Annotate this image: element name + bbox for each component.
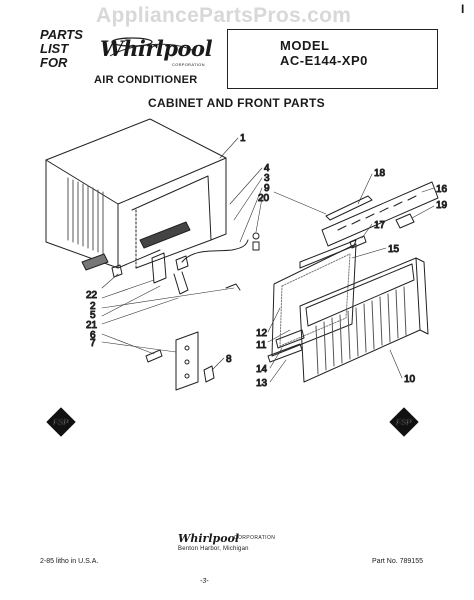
product-title: AIR CONDITIONER: [94, 74, 198, 86]
fsp-badge-text: FSP: [396, 418, 412, 427]
front-grille: [299, 257, 429, 383]
corner-mark: I: [461, 2, 465, 16]
parts-list-line: FOR: [40, 55, 68, 70]
control-bracket: [145, 331, 215, 391]
exploded-parts-diagram: 1 4 3 9 20 18 16 19 17 15 12 11 10 13 14…: [45, 118, 449, 437]
parts-list-label: PARTS LIST FOR: [40, 28, 83, 70]
callout-label: 20: [258, 193, 270, 204]
callout-label: 7: [90, 338, 96, 349]
callout-label: 5: [90, 310, 96, 321]
callout-label: 14: [256, 364, 268, 375]
callout-label: 16: [436, 184, 448, 195]
brand-logo-text: Whirlpool: [100, 36, 213, 61]
section-title: CABINET AND FRONT PARTS: [148, 96, 325, 110]
leader-lines: [101, 137, 435, 383]
bottom-rail: [267, 343, 303, 363]
parts-list-line: PARTS: [40, 27, 83, 42]
callout-label: 11: [256, 340, 267, 351]
callout-label: 12: [256, 328, 268, 339]
print-date-text: 2-85 litho in U.S.A.: [40, 558, 99, 565]
wire-clip: [225, 283, 241, 291]
callout-labels: 1 4 3 9 20 18 16 19 17 15 12 11 10 13 14…: [86, 133, 449, 390]
callout-label: 3: [264, 173, 270, 184]
air-filter: [271, 239, 357, 357]
brand-corporation-text: CORPORATION: [172, 62, 205, 67]
callout-label: 15: [388, 244, 400, 255]
callout-label: 13: [256, 378, 268, 389]
page-reference: -3-: [200, 578, 209, 585]
footer-city-text: Benton Harbor, Michigan: [178, 546, 249, 552]
watermark-text: AppliancePartsPros.com: [96, 4, 352, 27]
fsp-badge-text: FSP: [53, 418, 69, 427]
model-box: [227, 29, 438, 89]
callout-label: 21: [86, 320, 98, 331]
cabinet-shell: [45, 118, 227, 269]
callout-label: 18: [374, 168, 386, 179]
model-number: AC-E144-XP0: [280, 53, 368, 68]
mount-bracket: [151, 252, 167, 284]
callout-label: 6: [90, 330, 96, 341]
power-cord: [173, 232, 260, 295]
callout-label: 1: [240, 133, 246, 144]
base-clip: [111, 264, 123, 278]
whirlpool-swoosh-icon: [109, 37, 193, 57]
callout-label: 17: [374, 220, 386, 231]
footer-brand-text: Whirlpool: [178, 532, 240, 545]
model-label: MODEL: [280, 38, 330, 53]
callout-label: 22: [86, 290, 98, 301]
callout-label: 19: [436, 200, 448, 211]
base-pad: [81, 253, 109, 271]
fsp-badge-left: FSP: [46, 407, 76, 437]
callout-label: 4: [264, 163, 270, 174]
callout-label: 8: [226, 354, 232, 365]
footer-corporation-text: CORPORATION: [234, 535, 276, 541]
callout-label: 10: [404, 374, 416, 385]
callout-label: 9: [264, 183, 270, 194]
parts-list-line: LIST: [40, 41, 69, 56]
callout-label: 2: [90, 301, 96, 312]
side-rail: [275, 329, 305, 349]
part-number-text: Part No. 789155: [372, 558, 423, 565]
fsp-badge-right: FSP: [389, 407, 419, 437]
louver-assembly: [321, 181, 439, 249]
